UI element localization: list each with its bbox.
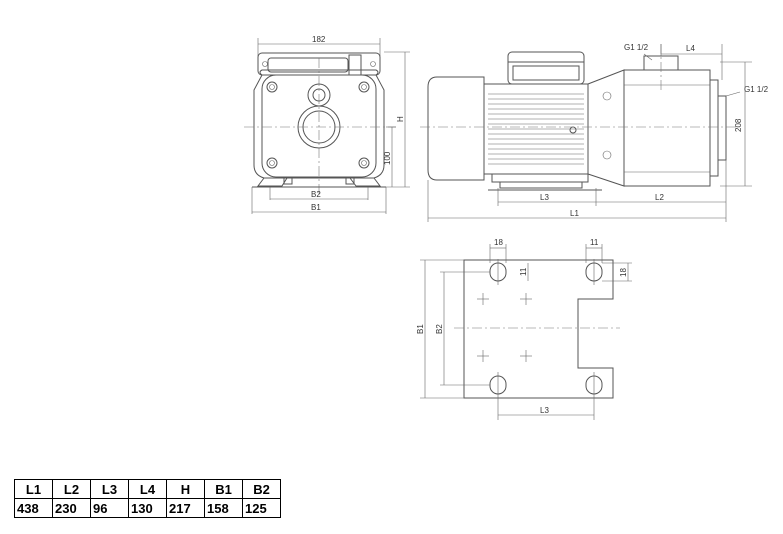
suction-thread-label: G1 1/2: [744, 85, 769, 94]
side-l4-label: L4: [686, 44, 695, 53]
base-l3-label: L3: [540, 406, 549, 415]
base-slot-height-label: 11: [519, 267, 528, 276]
header-h: H: [166, 479, 205, 499]
side-l3-label: L3: [540, 193, 549, 202]
value-b2: 125: [242, 498, 281, 518]
cooling-fins: [488, 93, 584, 165]
base-b2-label: B2: [435, 324, 444, 334]
base-slot-width-label: 18: [494, 238, 503, 247]
base-slot-length-right-label: 18: [619, 268, 628, 277]
front-b1-label: B1: [311, 203, 321, 212]
front-view: 182 H 100: [244, 35, 410, 214]
value-l2: 230: [52, 498, 91, 518]
header-b2: B2: [242, 479, 281, 499]
value-h: 217: [166, 498, 205, 518]
header-l3: L3: [90, 479, 129, 499]
technical-drawing: 182 H 100: [244, 35, 769, 420]
value-b1: 158: [204, 498, 243, 518]
side-l2-label: L2: [655, 193, 664, 202]
value-l4: 130: [128, 498, 167, 518]
front-b2-label: B2: [311, 190, 321, 199]
front-axis-height-label: 100: [383, 151, 392, 165]
base-slot-width-right-label: 11: [590, 238, 599, 247]
dimension-table: L1 L2 L3 L4 H B1 B2 438 230 96 130 217 1…: [14, 479, 281, 518]
value-l3: 96: [90, 498, 129, 518]
side-208-label: 208: [734, 118, 743, 132]
front-height-label: H: [396, 116, 405, 122]
header-l1: L1: [14, 479, 53, 499]
dimension-table-header-row: L1 L2 L3 L4 H B1 B2: [14, 479, 281, 499]
discharge-thread-label: G1 1/2: [624, 43, 649, 52]
header-l2: L2: [52, 479, 91, 499]
header-b1: B1: [204, 479, 243, 499]
value-l1: 438: [14, 498, 53, 518]
side-l1-label: L1: [570, 209, 579, 218]
dimension-table-value-row: 438 230 96 130 217 158 125: [14, 498, 281, 518]
front-width-label: 182: [312, 35, 326, 44]
base-b1-label: B1: [416, 324, 425, 334]
base-view: 18 11 11 18 B1 B2 L3: [416, 238, 632, 420]
header-l4: L4: [128, 479, 167, 499]
side-view: G1 1/2 G1 1/2 L4 208 L3 L2 L1: [420, 43, 769, 222]
